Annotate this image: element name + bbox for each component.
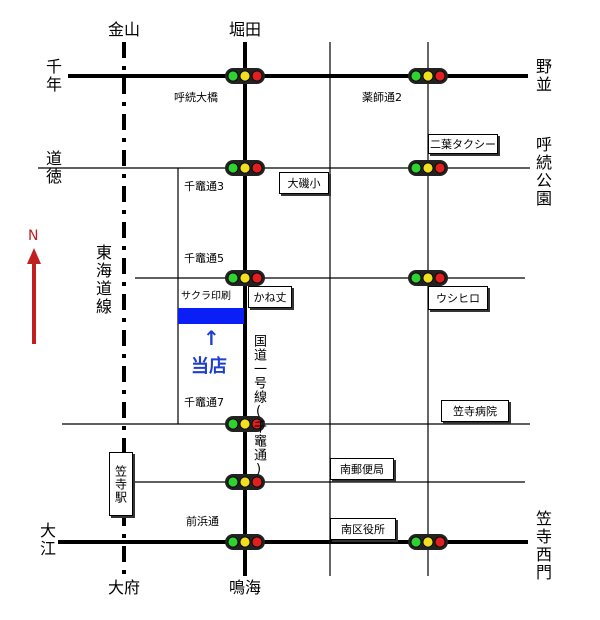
label-horita: 堀田 <box>229 20 262 39</box>
traffic-light <box>225 68 265 84</box>
label-obu: 大府 <box>108 578 141 597</box>
traffic-light <box>408 160 448 176</box>
traffic-light <box>225 416 265 432</box>
intersection-senbori-5: 千竈通5 <box>184 252 224 265</box>
landmark-ushihiro: ウシヒロ <box>428 286 488 310</box>
landmark-oiso-school: 大磯小 <box>279 172 329 194</box>
label-kasadera-nishimon: 笠寺西門 <box>533 510 552 582</box>
store-arrow: ↑ <box>203 326 220 350</box>
intersection-yobitsugi-ohashi: 呼続大橋 <box>174 91 218 104</box>
landmark-minami-post: 南郵便局 <box>330 458 394 480</box>
traffic-light <box>225 474 265 490</box>
traffic-light <box>408 270 448 286</box>
label-kanayama: 金山 <box>108 20 141 39</box>
north-arrow <box>27 248 41 344</box>
traffic-light <box>225 160 265 176</box>
store-highlight <box>178 308 244 324</box>
landmark-futaba-taxi: 二葉タクシー <box>428 134 498 154</box>
rail-label: 東海道線 <box>93 244 112 316</box>
landmark-sakura-print: サクラ印刷 <box>181 291 231 302</box>
label-dotoku: 道徳 <box>43 150 62 186</box>
traffic-light <box>408 68 448 84</box>
north-label: N <box>28 228 39 244</box>
intersection-senbori-7: 千竈通7 <box>184 396 224 409</box>
landmark-kanejo: かね丈 <box>248 286 292 308</box>
traffic-lights <box>225 68 448 550</box>
label-oe: 大江 <box>37 522 56 558</box>
label-nonami: 野並 <box>533 58 552 94</box>
intersection-senbori-3: 千竈通3 <box>184 180 224 193</box>
label-yobitsugi-park: 呼続公園 <box>533 136 552 208</box>
traffic-light <box>225 270 265 286</box>
landmark-minami-ward-office: 南区役所 <box>330 518 396 540</box>
landmark-kasadera-station: 笠寺駅 <box>109 452 133 516</box>
label-narumi: 鳴海 <box>229 578 262 597</box>
intersection-maehama: 前浜通 <box>186 515 219 528</box>
store-label: 当店 <box>191 356 227 377</box>
route-label: 国道一号線(千竈通) <box>251 334 266 478</box>
intersection-yakushi-dori: 薬師通2 <box>362 91 402 104</box>
traffic-light <box>225 534 265 550</box>
label-chitose: 千年 <box>43 58 62 94</box>
landmark-kasadera-hospital: 笠寺病院 <box>441 400 509 422</box>
traffic-light <box>408 534 448 550</box>
